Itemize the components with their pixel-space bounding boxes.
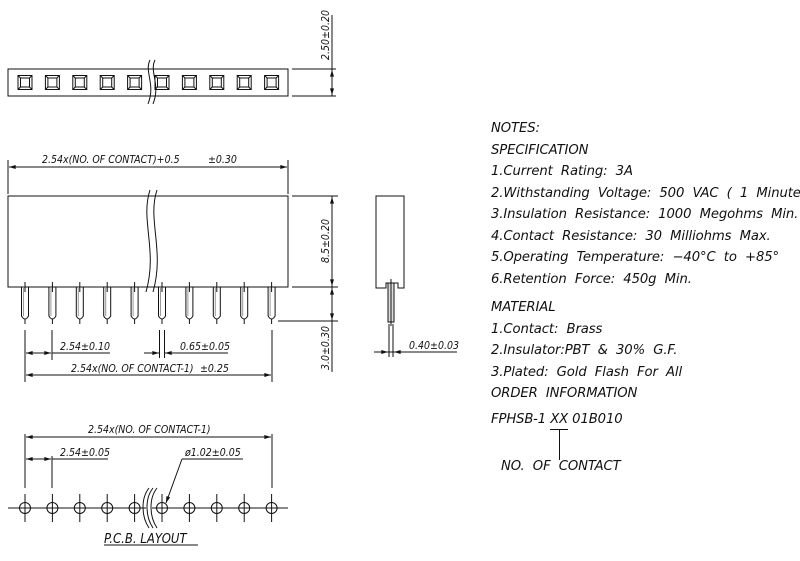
break-mark — [147, 59, 152, 105]
front-pin — [185, 282, 194, 324]
pin-pitch-label: 2.54±0.10 — [60, 341, 110, 353]
top-contact — [127, 75, 143, 90]
order-title: ORDER INFORMATION — [491, 386, 638, 401]
order-variable-text: XX — [550, 411, 569, 427]
front-pin — [103, 282, 112, 324]
break-mark — [145, 189, 151, 293]
top-contact — [181, 75, 197, 90]
top-contact — [99, 75, 115, 90]
spec-item: 2.Withstanding Voltage: 500 VAC ( 1 Minu… — [491, 185, 800, 201]
pcb-layout — [8, 434, 288, 546]
front-pin — [240, 282, 249, 324]
pin-length-label: 3.0±0.30 — [320, 326, 332, 370]
side-view-body — [375, 195, 405, 289]
spec-item: 1.Current Rating: 3A — [491, 164, 633, 179]
order-variable-leader — [559, 429, 561, 460]
front-pin — [75, 282, 84, 324]
front-pin — [48, 282, 57, 324]
spec-item: 5.Operating Temperature: −40°C to +85° — [491, 250, 780, 265]
top-view-body — [7, 68, 289, 97]
front-pin — [21, 282, 29, 324]
front-view-body — [7, 195, 289, 288]
order-code: FPHSB-1 XX 01B010 — [491, 409, 800, 460]
material-item: 2.Insulator:PBT & 30% G.F. — [491, 343, 678, 358]
order-variable-label: NO. OF CONTACT — [501, 459, 621, 474]
top-contact — [154, 75, 170, 90]
notes-panel: NOTES: SPECIFICATION 1.Current Rating: 3… — [491, 118, 800, 478]
pin-span-label: 2.54x(NO. OF CONTACT-1) — [71, 363, 194, 375]
overall-length-tolerance: ±0.30 — [208, 154, 237, 166]
top-contact — [236, 75, 252, 90]
material-item: 3.Plated: Gold Flash For All — [491, 364, 683, 380]
top-contact — [17, 75, 33, 90]
front-pin — [267, 282, 276, 324]
break-mark — [142, 487, 150, 529]
side-view — [374, 195, 457, 357]
top-contact — [72, 75, 88, 90]
front-view-pins — [21, 282, 276, 324]
top-view-contacts — [17, 75, 280, 90]
front-pin — [158, 282, 166, 324]
body-height-label: 8.5±0.20 — [320, 219, 332, 263]
order-variable-underline — [550, 428, 569, 430]
pcb-holes — [8, 494, 288, 522]
pcb-hole-label: ø1.02±0.05 — [184, 447, 241, 459]
material-item: 1.Contact: Brass — [491, 321, 603, 337]
top-view-height-label: 2.50±0.20 — [320, 10, 332, 60]
specification-title: SPECIFICATION — [491, 142, 589, 158]
pcb-span-label: 2.54x(NO. OF CONTACT-1) — [88, 424, 211, 436]
order-suffix: 01B010 — [568, 411, 623, 427]
top-contact — [44, 75, 60, 90]
break-mark — [150, 487, 158, 529]
top-contact — [209, 75, 225, 90]
front-pin — [130, 282, 139, 324]
pcb-pitch-label: 2.54±0.05 — [60, 447, 110, 459]
spec-item: 4.Contact Resistance: 30 Milliohms Max. — [491, 228, 771, 244]
pin-span-tolerance: ±0.25 — [200, 363, 229, 375]
top-contact — [264, 75, 280, 90]
order-prefix: FPHSB-1 — [491, 411, 551, 427]
spec-item: 3.Insulation Resistance: 1000 Megohms Mi… — [491, 207, 799, 222]
material-title: MATERIAL — [491, 300, 556, 315]
pin-width-label: 0.65±0.05 — [180, 341, 230, 353]
break-mark — [146, 487, 154, 529]
notes-title: NOTES: — [491, 121, 540, 136]
break-mark — [152, 59, 157, 105]
break-mark — [152, 189, 158, 293]
order-variable: XX — [550, 411, 569, 460]
pin-thickness-label: 0.40±0.03 — [409, 340, 459, 352]
pcb-layout-title: P.C.B. LAYOUT — [104, 532, 187, 547]
top-view — [7, 15, 336, 105]
front-view — [7, 160, 338, 382]
overall-length-label: 2.54x(NO. OF CONTACT)+0.5 — [42, 154, 180, 166]
spec-item: 6.Retention Force: 450g Min. — [491, 271, 692, 287]
front-pin — [212, 282, 221, 324]
